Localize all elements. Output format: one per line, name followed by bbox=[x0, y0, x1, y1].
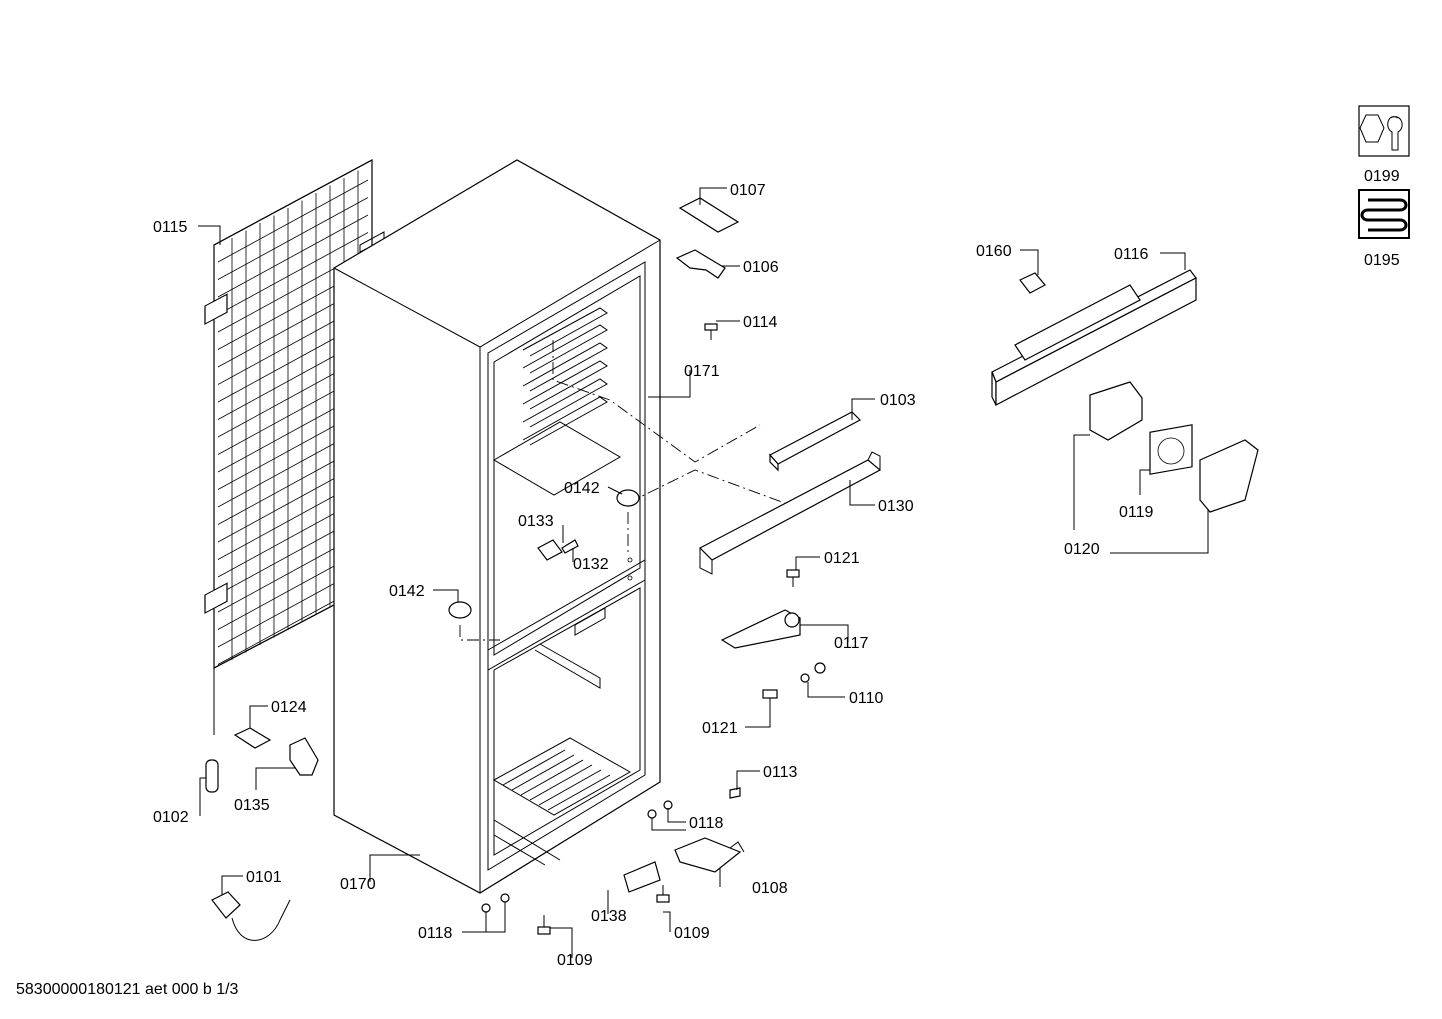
label-0121-lower: 0121 bbox=[702, 720, 738, 737]
assembly-lines bbox=[459, 340, 791, 641]
tools-icon bbox=[1358, 105, 1410, 157]
part-0124-bracket bbox=[233, 727, 272, 749]
label-0106: 0106 bbox=[743, 259, 779, 276]
part-0116-control-panel bbox=[991, 269, 1197, 406]
leader-lines bbox=[198, 187, 1209, 958]
label-0113: 0113 bbox=[763, 764, 798, 781]
label-0116: 0116 bbox=[1114, 246, 1149, 263]
label-0142-lower: 0142 bbox=[389, 583, 425, 600]
part-0113-screw bbox=[729, 787, 741, 799]
label-0115: 0115 bbox=[153, 219, 188, 236]
part-0106-top-hinge bbox=[675, 249, 726, 279]
heating-coil-icon bbox=[1358, 189, 1410, 239]
label-0138: 0138 bbox=[591, 908, 627, 925]
part-0109-screw-right bbox=[656, 885, 670, 903]
label-0117: 0117 bbox=[834, 635, 869, 652]
label-0110: 0110 bbox=[849, 690, 884, 707]
label-0199: 0199 bbox=[1364, 168, 1400, 185]
part-0103-control-module bbox=[769, 411, 861, 472]
label-0120: 0120 bbox=[1064, 541, 1100, 558]
label-0108: 0108 bbox=[752, 880, 788, 897]
part-0133-lamp-holder bbox=[537, 539, 563, 561]
part-0160-connector bbox=[1019, 272, 1046, 294]
label-0101: 0101 bbox=[246, 869, 282, 886]
part-0114-screw bbox=[704, 323, 718, 340]
part-0142-light-cap-lower bbox=[448, 601, 472, 619]
label-0132: 0132 bbox=[573, 556, 609, 573]
part-0120-fan-housing bbox=[1089, 381, 1143, 441]
label-0107: 0107 bbox=[730, 182, 766, 199]
refrigerator-cabinet bbox=[333, 159, 661, 894]
part-0117-lower-hinge bbox=[720, 609, 801, 649]
label-0135: 0135 bbox=[234, 797, 270, 814]
part-0121-screw-lower bbox=[762, 689, 778, 710]
label-0124: 0124 bbox=[271, 699, 307, 716]
part-0102-dryer bbox=[205, 759, 219, 793]
document-code: 58300000180121 aet 000 b 1/3 bbox=[16, 981, 239, 998]
label-0171: 0171 bbox=[684, 363, 720, 380]
part-0110-washers bbox=[800, 662, 826, 683]
coil-tube bbox=[217, 232, 369, 315]
part-0109-screw-left bbox=[537, 915, 551, 935]
label-0109-right: 0109 bbox=[674, 925, 710, 942]
label-0195: 0195 bbox=[1364, 252, 1400, 269]
part-0121-screw-upper bbox=[786, 569, 800, 587]
label-0114: 0114 bbox=[743, 314, 778, 331]
label-0130: 0130 bbox=[878, 498, 914, 515]
part-0130-rail bbox=[698, 451, 882, 575]
coil-tube bbox=[217, 214, 369, 298]
label-0121-upper: 0121 bbox=[824, 550, 860, 567]
part-0132-bulb bbox=[561, 539, 579, 554]
label-0119: 0119 bbox=[1119, 504, 1154, 521]
part-0107-hinge-cover bbox=[678, 197, 740, 233]
part-0108-bottom-hinge bbox=[674, 837, 745, 873]
part-0101-power-cord bbox=[211, 891, 291, 941]
part-0138-cover bbox=[623, 861, 661, 893]
part-fan-cover bbox=[1199, 439, 1259, 513]
part-0142-light-cap-upper bbox=[616, 489, 640, 507]
label-0170: 0170 bbox=[340, 876, 376, 893]
label-0118-left: 0118 bbox=[418, 925, 453, 942]
part-0135-clip bbox=[289, 737, 319, 776]
part-0119-fan bbox=[1149, 424, 1193, 475]
label-0142-upper: 0142 bbox=[564, 480, 600, 497]
label-0133: 0133 bbox=[518, 513, 554, 530]
label-0109-left: 0109 bbox=[557, 952, 593, 969]
label-0102: 0102 bbox=[153, 809, 189, 826]
coil-tube bbox=[217, 179, 369, 263]
label-0160: 0160 bbox=[976, 243, 1012, 260]
part-labels: 0115 0107 0106 0114 0171 0103 0130 0142 … bbox=[153, 168, 1400, 969]
coil-tube bbox=[217, 197, 369, 280]
label-0103: 0103 bbox=[880, 392, 916, 409]
label-0118-right: 0118 bbox=[689, 815, 724, 832]
